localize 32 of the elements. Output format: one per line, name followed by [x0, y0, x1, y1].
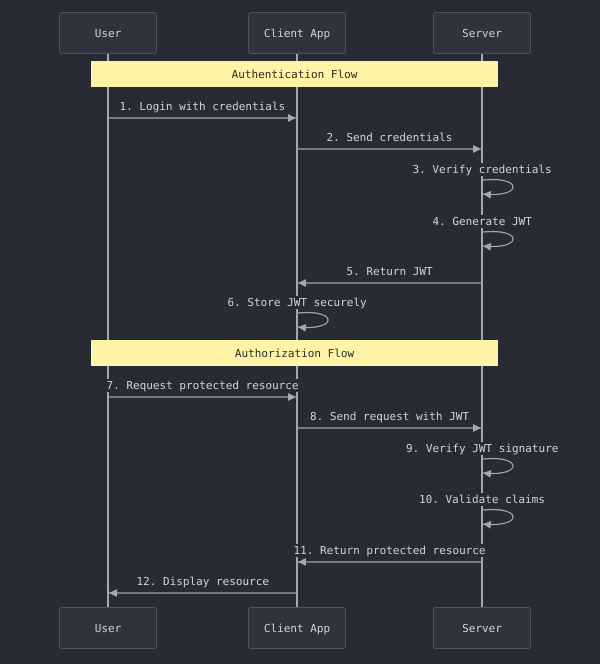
- edge-label: 4. Generate JWT: [432, 215, 533, 228]
- edge-label: 2. Send credentials: [326, 131, 454, 144]
- edge-label: 9. Verify JWT signature: [405, 442, 560, 455]
- message-arrow: [298, 558, 481, 566]
- message-arrow: [109, 114, 296, 122]
- participant-box: Client App: [248, 607, 346, 649]
- participant-box: User: [59, 12, 157, 54]
- edge-label: 11. Return protected resource: [292, 544, 487, 557]
- message-arrow: [298, 145, 481, 153]
- edge-label: 7. Request protected resource: [106, 379, 300, 392]
- participant-box: Server: [433, 12, 531, 54]
- message-arrow: [298, 279, 481, 287]
- message-arrow: [109, 589, 296, 597]
- self-message-arrow: [482, 178, 514, 198]
- note-bar: Authentication Flow: [91, 61, 498, 87]
- edge-label: 1. Login with credentials: [118, 100, 286, 113]
- edge-label: 3. Verify credentials: [412, 163, 553, 176]
- message-arrow: [298, 424, 481, 432]
- participant-box: User: [59, 607, 157, 649]
- edge-label: 12. Display resource: [136, 575, 270, 588]
- edge-label: 8. Send request with JWT: [309, 410, 470, 423]
- self-message-arrow: [482, 230, 514, 250]
- edge-label: 5. Return JWT: [346, 265, 434, 278]
- participant-box: Client App: [248, 12, 346, 54]
- message-arrow: [109, 393, 296, 401]
- self-message-arrow: [482, 458, 514, 478]
- edge-label: 10. Validate claims: [418, 493, 546, 506]
- self-message-arrow: [298, 312, 329, 332]
- participant-box: Server: [433, 607, 531, 649]
- edge-label: 6. Store JWT securely: [226, 296, 368, 309]
- self-message-arrow: [482, 508, 514, 528]
- note-bar: Authorization Flow: [91, 340, 498, 366]
